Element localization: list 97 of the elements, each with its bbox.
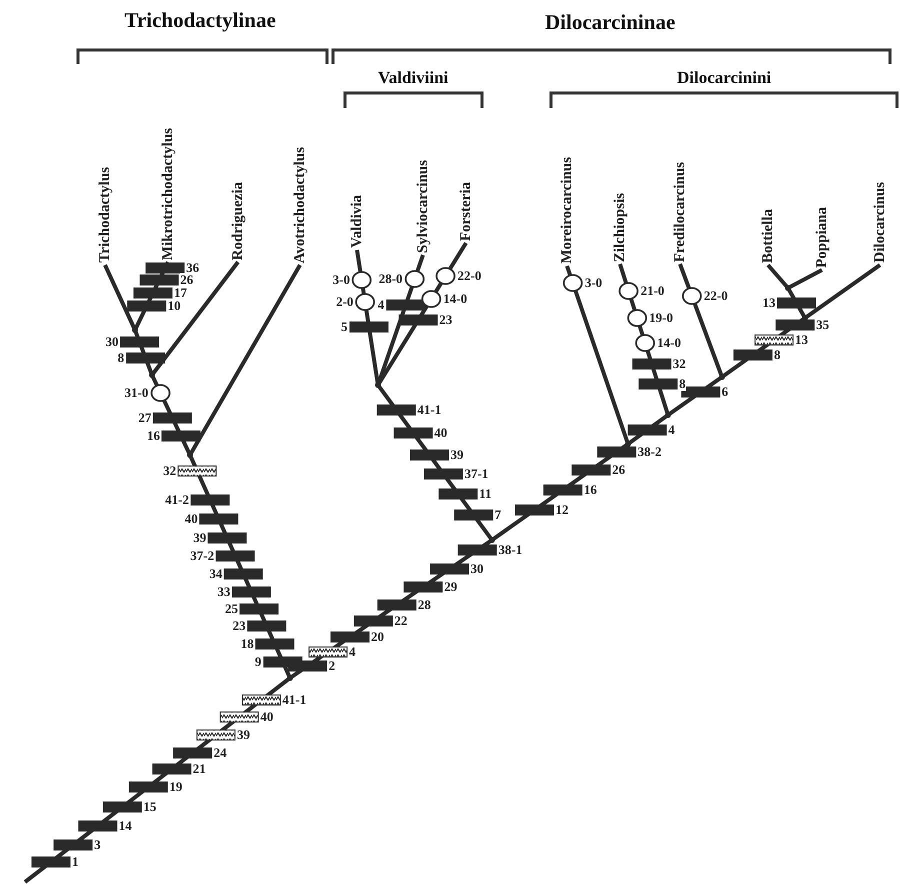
character-number: 28 [418,598,431,612]
character-number: 37-1 [464,467,488,481]
character-number: 13 [762,296,776,310]
taxon-name: Avotrichodactylus [292,147,308,264]
branch-line [103,264,137,331]
character-number: 13 [795,333,808,347]
clade-heading: Valdiviini [378,68,448,88]
taxon-name: Dilocarcinus [872,182,888,263]
character-number: 40 [260,710,274,724]
taxon-name: Fredilocarcinus [672,162,688,262]
character-number: 8 [774,348,780,362]
character-number: 3-0 [584,276,602,290]
character-number: 7 [494,508,502,522]
character-number: 14-0 [657,336,681,350]
taxon-name: Trichodactylus [97,167,113,263]
clade-heading: Trichodactylinae [124,8,276,32]
taxon-name: Zilchiopsis [612,193,628,262]
character-number: 34 [209,567,222,581]
character-number: 30 [106,335,119,349]
character-number: 23 [232,619,246,633]
character-number: 36 [186,261,200,275]
clade-heading: Dilocarcininae [545,10,676,34]
branch-line [188,264,302,456]
character-number: 41-1 [282,693,306,707]
character-number: 14-0 [443,292,468,306]
character-number: 5 [340,320,348,334]
character-number: 23 [439,313,452,327]
branch-line [678,263,724,378]
character-number: 4 [378,298,384,312]
character-number: 20 [371,630,384,644]
character-number: 16 [584,483,597,497]
character-number: 14 [118,819,132,833]
character-number: 24 [214,746,227,760]
character-number: 41-2 [165,493,190,507]
character-number: 32 [672,357,686,371]
character-number: 38-2 [638,445,662,459]
character-number: 18 [240,637,254,651]
character-number: 12 [556,503,568,517]
character-number: 11 [479,487,492,501]
character-number: 26 [180,273,194,287]
character-number: 29 [444,580,458,594]
character-number: 32 [163,464,176,478]
character-number: 4 [668,423,675,437]
branch-line [150,260,240,376]
taxon-name: Valdivia [349,195,365,248]
taxon-name: Sylviocarcinus [415,160,431,254]
character-number: 6 [722,385,728,399]
character-number: 30 [470,562,484,576]
character-number: 3 [94,838,101,852]
taxon-name: Poppiana [814,207,830,268]
character-number: 21-0 [640,284,664,298]
taxon-name: Moreirocarcinus [559,157,575,264]
branch-junction [375,382,381,388]
character-number: 33 [217,585,230,599]
character-number: 38-1 [498,543,522,557]
character-number: 1 [72,855,78,869]
branch-line [787,268,823,290]
character-number: 17 [174,286,187,300]
character-number: 10 [168,299,181,313]
character-number: 41-1 [417,403,442,417]
branch-line [565,265,630,445]
character-number: 28-0 [378,272,403,286]
taxon-name: Forsteria [458,182,474,242]
taxon-name: Mikrotrichodactylus [160,128,176,260]
character-number: 21 [192,762,206,776]
clade-heading: Dilocarcinini [677,68,772,88]
character-number: 25 [225,602,238,616]
character-number: 8 [679,377,686,391]
character-number: 27 [138,411,152,425]
character-number: 8 [118,351,124,365]
character-number: 2-0 [336,295,354,309]
branch-line [766,264,790,290]
character-number: 39 [193,531,206,545]
character-number: 3-0 [332,273,350,287]
character-number: 39 [450,448,464,462]
character-number: 19 [169,780,182,794]
character-number: 4 [349,645,356,659]
branch-line [355,250,380,386]
branch-line [804,263,882,320]
branch-line [618,263,670,416]
character-number: 22-0 [704,289,728,303]
character-number: 39 [236,728,250,742]
character-number: 19-0 [649,311,673,325]
character-number: 22 [394,614,408,628]
taxon-name: Bottiella [760,209,776,264]
character-number: 40 [434,426,448,440]
character-number: 9 [254,655,262,669]
taxon-name: Rodriguezia [230,182,246,260]
character-number: 40 [184,512,198,526]
character-number: 31-0 [124,386,148,400]
character-number: 26 [612,463,626,477]
character-number: 16 [146,429,160,443]
character-number: 22-0 [458,269,482,283]
character-number: 2 [328,659,336,673]
character-number: 37-2 [190,549,214,563]
character-number: 35 [816,318,830,332]
character-number: 15 [143,800,156,814]
